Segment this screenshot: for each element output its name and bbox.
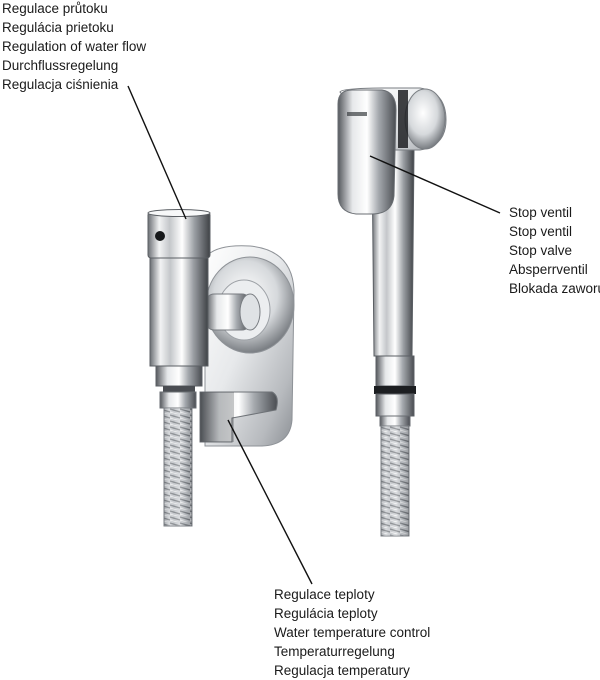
stop-label-sk: Stop ventil	[509, 224, 573, 239]
flow-regulation-labels: Regulace průtoku Regulácia prietoku Regu…	[2, 0, 146, 94]
leader-line-stop	[369, 155, 501, 214]
stop-label-cz: Stop ventil	[509, 205, 573, 220]
flow-regulator-holder	[147, 209, 211, 392]
temp-label-de: Temperaturregelung	[274, 644, 395, 659]
left-hose	[159, 391, 197, 527]
stop-label-en: Stop valve	[509, 243, 573, 258]
temp-label-cz: Regulace teploty	[274, 587, 375, 602]
spray-head-unit	[337, 87, 447, 537]
flow-label-en: Regulation of water flow	[2, 39, 147, 54]
stop-label-pl: Blokada zaworu	[509, 281, 600, 296]
temp-label-en: Water temperature control	[274, 625, 431, 640]
leader-line-temp	[227, 419, 313, 585]
leader-line-flow	[127, 85, 187, 220]
stop-valve-labels: Stop ventil Stop ventil Stop valve Abspe…	[509, 203, 600, 298]
flow-label-pl: Regulacja ciśnienia	[2, 77, 119, 92]
temperature-control-labels: Regulace teploty Regulácia teploty Water…	[274, 585, 430, 680]
flow-label-de: Durchflussregelung	[2, 58, 119, 73]
flow-label-cz: Regulace průtoku	[2, 1, 108, 16]
stop-label-de: Absperrventil	[509, 262, 588, 277]
wall-mixer-unit	[199, 245, 295, 447]
flow-label-sk: Regulácia prietoku	[2, 20, 114, 35]
temp-label-pl: Regulacja temperatury	[274, 663, 410, 678]
temp-label-sk: Regulácia teploty	[274, 606, 378, 621]
